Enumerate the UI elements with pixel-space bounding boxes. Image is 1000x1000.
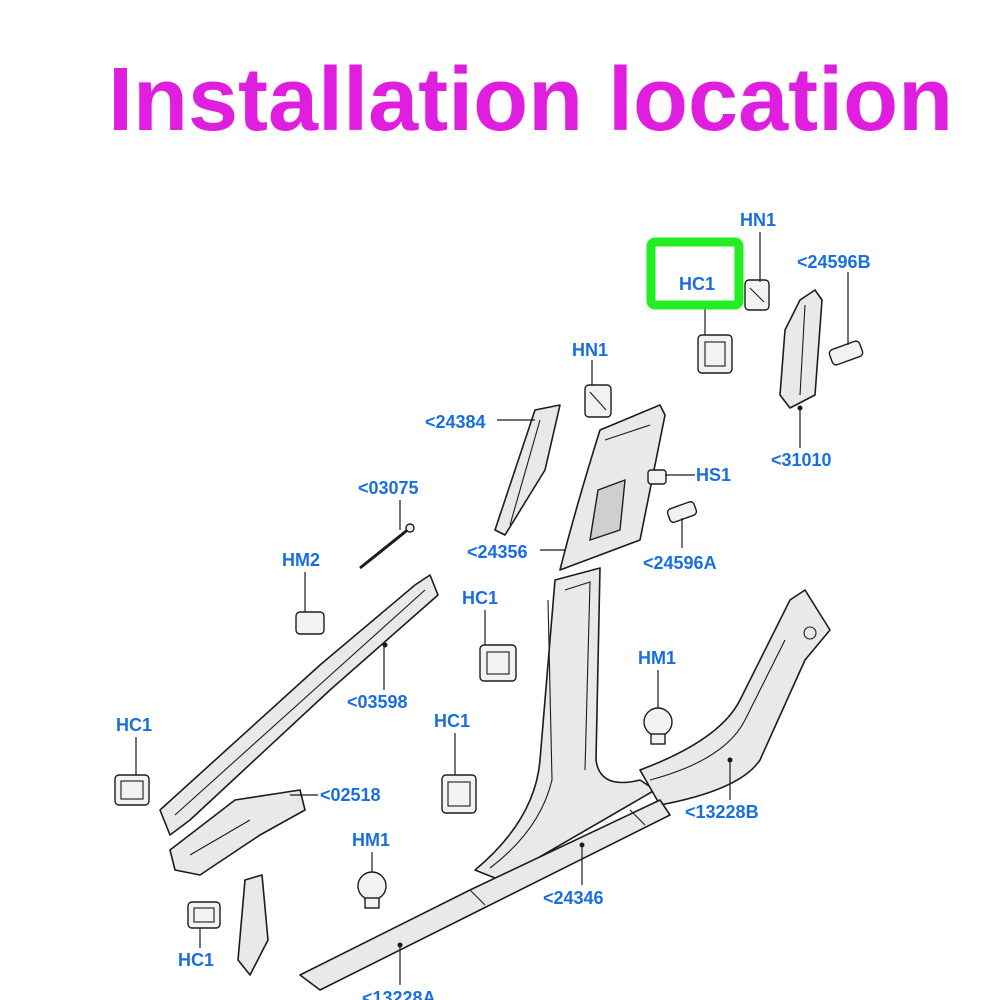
part-13228b-sill xyxy=(639,589,831,806)
label-hc1-center: HC1 xyxy=(462,588,498,608)
clip-hc1-mid xyxy=(441,774,477,814)
label-24346: <24346 xyxy=(543,888,604,908)
label-24596a: <24596A xyxy=(643,553,717,573)
label-hc1-bottom: HC1 xyxy=(178,950,214,970)
label-hc1-left: HC1 xyxy=(116,715,152,735)
clip-hn1-mid xyxy=(584,384,612,418)
clip-24596a xyxy=(666,501,698,523)
label-13228a: <13228A xyxy=(362,988,436,1000)
clip-24596b xyxy=(828,340,864,366)
clip-hm1-lower xyxy=(357,871,387,909)
part-03598-a-pillar xyxy=(159,574,439,836)
label-03075: <03075 xyxy=(358,478,419,498)
label-hn1-top: HN1 xyxy=(740,210,776,230)
label-13228b: <13228B xyxy=(685,802,759,822)
label-02518: <02518 xyxy=(320,785,381,805)
label-hs1: HS1 xyxy=(696,465,731,485)
label-hm1-lower: HM1 xyxy=(352,830,390,850)
label-24356: <24356 xyxy=(467,542,528,562)
clip-hc1-left xyxy=(114,774,150,806)
label-24384: <24384 xyxy=(425,412,486,432)
clip-hm2 xyxy=(295,611,325,635)
label-24596b: <24596B xyxy=(797,252,871,272)
label-hm2: HM2 xyxy=(282,550,320,570)
leader-lines xyxy=(135,232,849,985)
label-hc1-mid: HC1 xyxy=(434,711,470,731)
clip-hn1-top xyxy=(744,279,770,311)
part-13228a-sill xyxy=(299,799,671,991)
label-hn1-mid: HN1 xyxy=(572,340,608,360)
clip-hm1-right xyxy=(643,707,673,745)
clip-hs1 xyxy=(647,469,667,485)
clip-hc1-bottom xyxy=(187,901,221,929)
label-hc1-highlighted: HC1 xyxy=(679,274,715,294)
label-03598: <03598 xyxy=(347,692,408,712)
part-lower-left-post xyxy=(237,874,269,976)
part-31010-trim xyxy=(779,289,823,409)
part-24384-trim-strip xyxy=(494,404,561,536)
part-02518-kick-panel xyxy=(169,789,306,876)
clip-hc1-highlighted xyxy=(697,334,733,374)
highlight-box xyxy=(646,237,744,310)
part-24346-b-pillar xyxy=(474,567,656,881)
page-title: Installation location xyxy=(108,50,953,150)
label-hm1-right: HM1 xyxy=(638,648,676,668)
label-31010: <31010 xyxy=(771,450,832,470)
clip-hc1-center xyxy=(479,644,517,682)
part-24356-b-pillar-upper xyxy=(559,404,666,571)
part-03075-rod xyxy=(359,523,415,570)
